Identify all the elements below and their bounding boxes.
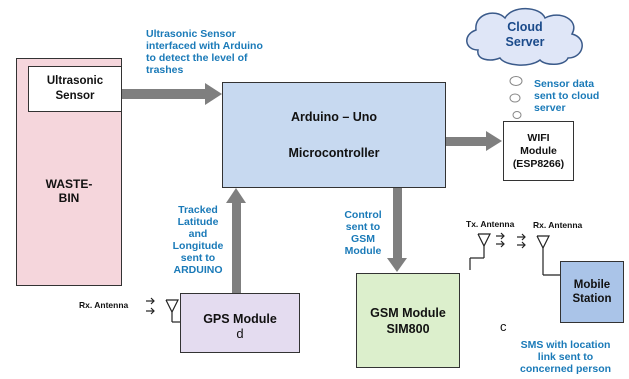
- wifi-module-box: WIFI Module (ESP8266): [503, 121, 574, 181]
- arduino-title: Arduino – Uno: [290, 110, 378, 124]
- arduino-subtitle: Microcontroller: [288, 146, 380, 160]
- gps-to-arduino-arrow: [226, 188, 246, 293]
- sms-note: SMS with location link sent to concerned…: [520, 339, 612, 375]
- mobile-station-box: Mobile Station: [560, 261, 624, 323]
- cloud-shape: [466, 7, 583, 66]
- rx-antenna-icon: [517, 233, 560, 276]
- cloud-bubble: [509, 76, 523, 86]
- wifi-module-label: WIFI Module (ESP8266): [512, 131, 565, 170]
- gsm-module-label: GSM Module SIM800: [370, 305, 446, 336]
- gps-antenna-icon: [146, 297, 182, 323]
- cloud-server-label: Cloud Server: [505, 20, 545, 49]
- ultrasonic-to-arduino-arrow: [122, 83, 222, 105]
- ultrasonic-note: Ultrasonic Sensor interfaced with Arduin…: [146, 28, 263, 76]
- tx-antenna-label: Tx. Antenna: [466, 219, 515, 229]
- cloud-note: Sensor data sent to cloud server: [534, 78, 600, 114]
- arduino-to-wifi-arrow: [446, 131, 502, 151]
- arduino-to-gsm-arrow: [387, 188, 407, 272]
- mobile-station-label: Mobile Station: [572, 279, 612, 305]
- gsm-module-box: GSM Module SIM800: [356, 273, 460, 368]
- control-note: Control sent to GSM Module: [344, 209, 382, 257]
- gps-note: Tracked Latitude and Longitude sent to A…: [172, 204, 224, 276]
- ultrasonic-sensor-label: Ultrasonic Sensor: [46, 75, 104, 102]
- waste-bin-label: WASTE- BIN: [45, 177, 93, 205]
- letter-c: c: [500, 319, 507, 334]
- tx-antenna-icon: [469, 232, 505, 270]
- cloud-bubble: [512, 111, 522, 119]
- rx-antenna-label: Rx. Antenna: [533, 220, 583, 230]
- gps-antenna-label: Rx. Antenna: [79, 300, 129, 310]
- gps-module-letter: d: [236, 325, 244, 341]
- gps-module-box: GPS Module d: [180, 293, 300, 353]
- gps-module-label: GPS Module: [203, 311, 277, 326]
- arduino-box: Arduino – Uno Microcontroller: [222, 82, 446, 188]
- ultrasonic-sensor-box: Ultrasonic Sensor: [28, 66, 122, 112]
- cloud-bubble: [509, 93, 521, 103]
